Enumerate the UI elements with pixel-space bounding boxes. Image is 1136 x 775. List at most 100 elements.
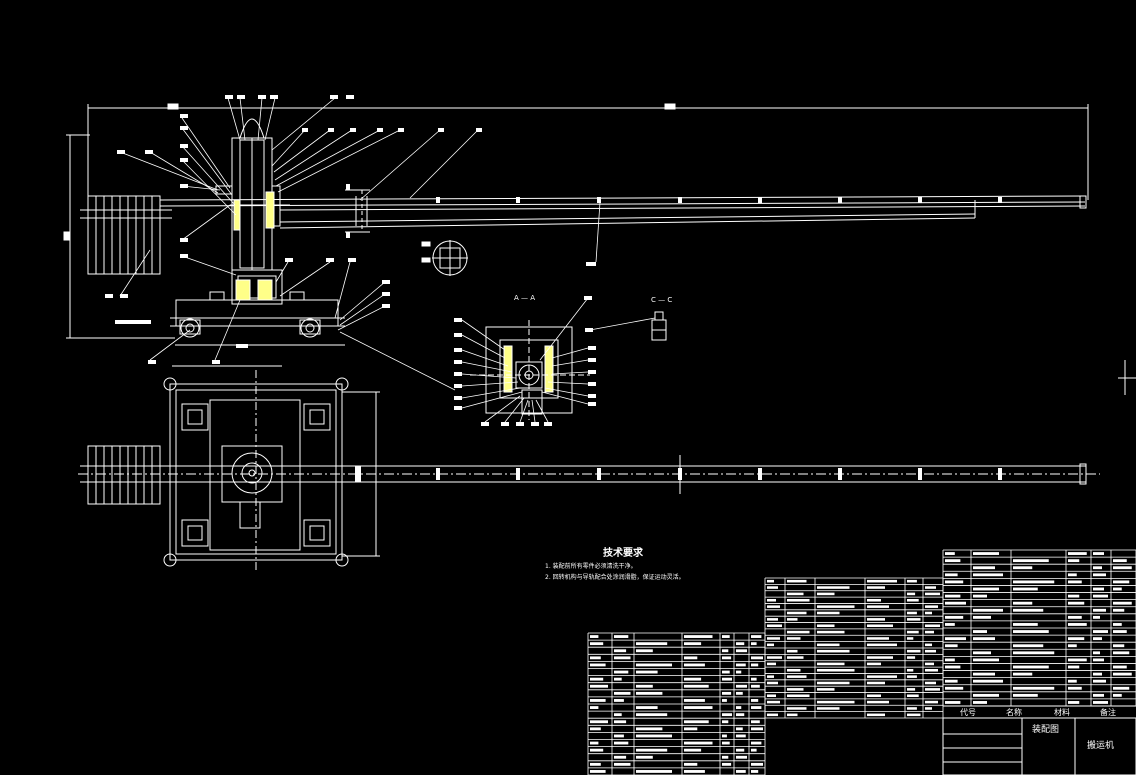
table-entry bbox=[751, 741, 762, 745]
table-entry bbox=[751, 720, 760, 724]
table-entry bbox=[1093, 637, 1102, 641]
table-entry bbox=[907, 618, 921, 621]
table-entry bbox=[907, 649, 921, 653]
table-entry bbox=[1093, 630, 1108, 633]
table-entry bbox=[1093, 566, 1102, 570]
table-entry bbox=[722, 691, 732, 695]
table-entry bbox=[907, 579, 917, 583]
table-entry bbox=[590, 770, 606, 773]
title-block-name: 搬运机 bbox=[1087, 739, 1114, 751]
table-entry bbox=[867, 643, 897, 647]
table-entry bbox=[1068, 686, 1082, 690]
table-entry bbox=[973, 566, 995, 570]
table-entry bbox=[614, 649, 627, 653]
front-view-leaders bbox=[119, 97, 656, 391]
table-entry bbox=[973, 587, 999, 591]
table-entry bbox=[925, 630, 934, 634]
table-entry bbox=[722, 699, 727, 702]
table-entry bbox=[867, 675, 897, 678]
table-entry bbox=[1068, 615, 1082, 619]
table-entry bbox=[817, 643, 840, 647]
table-entry bbox=[636, 706, 658, 709]
table-entry bbox=[722, 656, 732, 660]
section-a-a-leaders bbox=[461, 297, 589, 423]
table-entry bbox=[767, 681, 778, 685]
table-entry bbox=[767, 662, 776, 666]
table-entry bbox=[722, 755, 729, 759]
table-entry bbox=[787, 618, 798, 621]
table-entry bbox=[684, 706, 713, 709]
table-entry bbox=[684, 720, 709, 724]
table-entry bbox=[751, 699, 759, 702]
table-entry bbox=[767, 700, 780, 704]
table-entry bbox=[925, 688, 940, 691]
table-entry bbox=[590, 727, 601, 731]
table-entry bbox=[867, 656, 893, 659]
table-entry bbox=[614, 699, 624, 702]
table-entry bbox=[590, 635, 599, 638]
table-entry bbox=[787, 675, 807, 678]
table-entry bbox=[867, 681, 885, 685]
table-entry bbox=[636, 691, 663, 695]
table-entry bbox=[684, 748, 702, 752]
table-entry bbox=[1068, 552, 1087, 555]
table-entry bbox=[817, 662, 845, 666]
table-entry bbox=[767, 618, 778, 621]
table-entry bbox=[867, 618, 885, 621]
section-a-a-label: A — A bbox=[514, 294, 535, 302]
tech-requirements-title: 技术要求 bbox=[603, 546, 644, 559]
table-entry bbox=[751, 727, 763, 731]
table-entry bbox=[945, 686, 964, 690]
table-entry bbox=[787, 713, 798, 717]
table-entry bbox=[1093, 552, 1104, 555]
table-entry bbox=[817, 624, 835, 627]
table-entry bbox=[684, 741, 713, 745]
table-entry bbox=[767, 643, 774, 647]
table-entry bbox=[1093, 701, 1108, 704]
table-entry bbox=[1113, 566, 1132, 570]
table-entry bbox=[614, 635, 629, 638]
table-entry bbox=[973, 615, 991, 619]
table-entry bbox=[1093, 672, 1102, 676]
table-entry bbox=[867, 624, 893, 627]
table-entry bbox=[787, 649, 798, 653]
table-entry bbox=[925, 669, 938, 672]
table-entry bbox=[1013, 587, 1038, 591]
table-entry bbox=[817, 586, 850, 589]
table-entry bbox=[907, 656, 916, 659]
table-entry bbox=[736, 755, 747, 759]
table-entry bbox=[590, 741, 599, 745]
section-c-c-view bbox=[651, 311, 667, 341]
table-entry bbox=[925, 707, 932, 710]
table-entry bbox=[614, 734, 624, 738]
table-entry bbox=[945, 665, 961, 669]
table-entry bbox=[817, 681, 850, 685]
table-entry bbox=[1113, 672, 1132, 676]
table-entry bbox=[751, 663, 759, 667]
table-entry bbox=[867, 637, 889, 640]
table-entry bbox=[614, 741, 629, 745]
table-entry bbox=[1068, 601, 1085, 605]
table-entry bbox=[736, 642, 745, 646]
table-entry bbox=[1013, 693, 1038, 697]
table-entry bbox=[817, 611, 840, 615]
title-block-col-code: 代号 bbox=[960, 707, 976, 717]
table-entry bbox=[722, 762, 732, 766]
table-entry bbox=[736, 684, 747, 688]
table-entry bbox=[636, 663, 672, 667]
table-entry bbox=[767, 656, 782, 659]
table-entry bbox=[684, 663, 705, 667]
table-entry bbox=[973, 701, 987, 704]
table-entry bbox=[767, 586, 778, 589]
table-entry bbox=[787, 599, 810, 602]
table-entry bbox=[945, 601, 966, 605]
table-entry bbox=[751, 748, 757, 752]
table-entry bbox=[590, 656, 601, 660]
table-entry bbox=[907, 592, 916, 596]
table-entry bbox=[751, 762, 763, 766]
table-entry bbox=[1093, 573, 1106, 577]
table-entry bbox=[590, 699, 606, 702]
table-entry bbox=[867, 586, 885, 589]
table-entry bbox=[925, 700, 938, 704]
table-entry bbox=[636, 713, 668, 717]
